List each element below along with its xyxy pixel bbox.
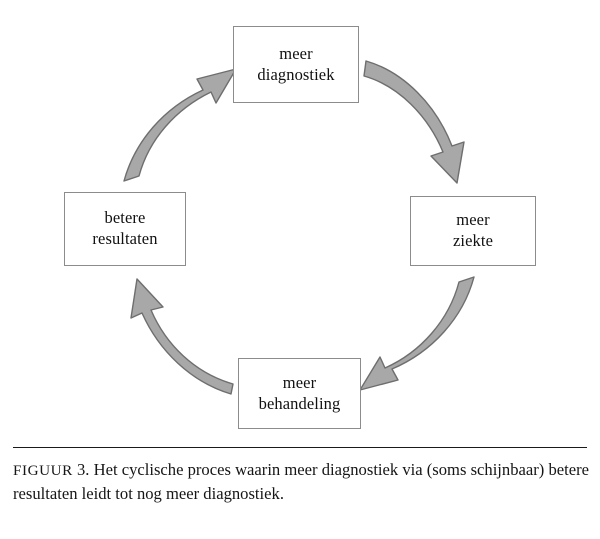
arrow-layer <box>123 60 475 395</box>
node-label: betere resultaten <box>92 208 158 248</box>
cycle-diagram: meer diagnostiek meer ziekte meer behand… <box>64 26 536 429</box>
arrow-left-to-top <box>123 68 237 182</box>
arrow-bottom-to-left <box>130 278 234 395</box>
arrow-right-to-bottom <box>359 276 475 391</box>
caption-divider <box>13 447 587 448</box>
figure-caption-text: Het cyclische proces waarin meer diagnos… <box>13 460 589 503</box>
node-label: meer diagnostiek <box>257 43 335 84</box>
node-meer-diagnostiek[interactable]: meer diagnostiek <box>233 26 359 103</box>
node-meer-ziekte[interactable]: meer ziekte <box>410 196 536 266</box>
figure-number: 3. <box>77 460 90 479</box>
node-betere-resultaten[interactable]: betere resultaten <box>64 192 186 266</box>
node-meer-behandeling[interactable]: meer behandeling <box>238 358 361 429</box>
arrow-top-to-right <box>363 60 465 184</box>
node-label: meer ziekte <box>453 210 493 250</box>
figure-label: FIGUUR <box>13 462 73 479</box>
node-label: meer behandeling <box>258 372 341 413</box>
figure-caption: FIGUUR 3. Het cyclische proces waarin me… <box>13 458 589 505</box>
